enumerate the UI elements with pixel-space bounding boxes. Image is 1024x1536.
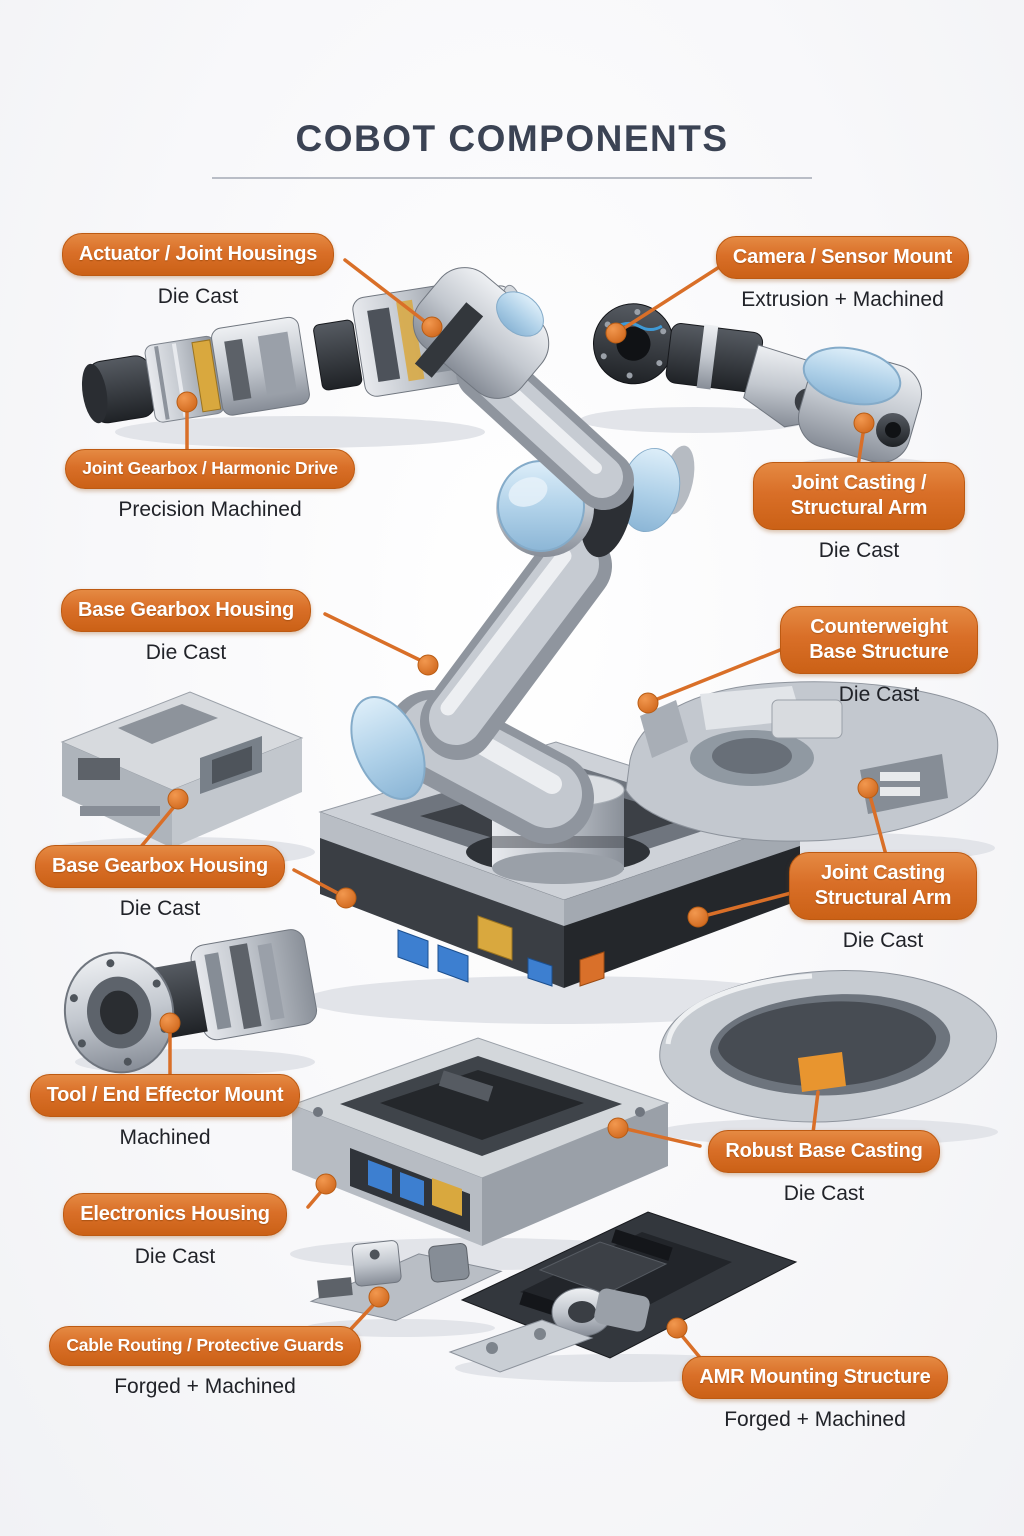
label-material-joint-gearbox-harmonic-drive: Precision Machined <box>118 497 302 521</box>
label-material-amr-mounting-structure: Forged + Machined <box>724 1408 906 1431</box>
label-tool-end-effector-mount: Tool / End Effector Mount Machined <box>16 1074 314 1150</box>
label-pill-cable-routing-protective-guards: Cable Routing / Protective Guards <box>49 1326 361 1366</box>
label-material-camera-sensor-mount: Extrusion + Machined <box>741 288 944 311</box>
title-divider <box>212 177 812 179</box>
label-counterweight-base-structure: Counterweight Base Structure Die Cast <box>776 606 982 707</box>
label-material-actuator-joint-housings: Die Cast <box>157 285 239 308</box>
label-pill-joint-gearbox-harmonic-drive: Joint Gearbox / Harmonic Drive <box>65 449 355 489</box>
leader-dots <box>159 316 879 1339</box>
label-base-gearbox-housing-2: Base Gearbox Housing Die Cast <box>16 845 304 921</box>
label-material-counterweight-base-structure: Die Cast <box>838 683 920 706</box>
label-material-joint-casting-structural-arm-2: Die Cast <box>842 929 924 952</box>
cable-routing-part <box>309 1240 503 1322</box>
label-pill-counterweight-base-structure: Counterweight Base Structure <box>780 606 978 674</box>
label-robust-base-casting: Robust Base Casting Die Cast <box>690 1130 958 1206</box>
robust-base-casting-part <box>659 970 998 1123</box>
label-material-tool-end-effector-mount: Machined <box>119 1126 211 1149</box>
label-camera-sensor-mount: Camera / Sensor Mount Extrusion + Machin… <box>710 236 975 312</box>
electronics-housing-part <box>290 1037 670 1246</box>
label-joint-casting-structural-arm: Joint Casting / Structural Arm Die Cast <box>740 462 978 563</box>
tool-end-effector-part <box>63 929 318 1074</box>
label-pill-amr-mounting-structure: AMR Mounting Structure <box>682 1356 948 1399</box>
label-pill-base-gearbox-housing: Base Gearbox Housing <box>60 589 312 632</box>
label-pill-base-gearbox-housing-2: Base Gearbox Housing <box>34 845 286 888</box>
label-cable-routing-protective-guards: Cable Routing / Protective Guards Forged… <box>38 1326 372 1399</box>
counterweight-part <box>625 681 999 842</box>
page-title: COBOT COMPONENTS <box>295 118 729 159</box>
label-pill-electronics-housing: Electronics Housing <box>63 1193 287 1236</box>
label-pill-tool-end-effector-mount: Tool / End Effector Mount <box>29 1074 301 1117</box>
label-material-joint-casting-structural-arm: Die Cast <box>818 539 900 562</box>
label-material-cable-routing-protective-guards: Forged + Machined <box>114 1374 296 1398</box>
label-pill-camera-sensor-mount: Camera / Sensor Mount <box>715 236 970 279</box>
label-pill-joint-casting-structural-arm: Joint Casting / Structural Arm <box>753 462 965 530</box>
label-material-base-gearbox-housing: Die Cast <box>145 641 227 664</box>
label-electronics-housing: Electronics Housing Die Cast <box>30 1193 320 1269</box>
label-actuator-joint-housings: Actuator / Joint Housings Die Cast <box>40 233 356 309</box>
wrist-joint-part <box>798 346 922 464</box>
amr-mounting-part <box>448 1211 798 1373</box>
base-gearbox-housing-part <box>60 691 304 848</box>
label-joint-casting-structural-arm-2: Joint Casting Structural Arm Die Cast <box>782 852 984 953</box>
label-material-electronics-housing: Die Cast <box>134 1245 216 1268</box>
label-joint-gearbox-harmonic-drive: Joint Gearbox / Harmonic Drive Precision… <box>42 449 378 522</box>
label-amr-mounting-structure: AMR Mounting Structure Forged + Machined <box>658 1356 972 1432</box>
robot-arm <box>350 267 695 884</box>
label-pill-joint-casting-structural-arm-2: Joint Casting Structural Arm <box>789 852 977 920</box>
label-base-gearbox-housing: Base Gearbox Housing Die Cast <box>36 589 336 665</box>
label-material-robust-base-casting: Die Cast <box>783 1182 865 1205</box>
label-pill-robust-base-casting: Robust Base Casting <box>708 1130 940 1173</box>
label-material-base-gearbox-housing-2: Die Cast <box>119 897 201 920</box>
label-pill-actuator-joint-housings: Actuator / Joint Housings <box>61 233 335 276</box>
leader-lines <box>138 258 888 1362</box>
